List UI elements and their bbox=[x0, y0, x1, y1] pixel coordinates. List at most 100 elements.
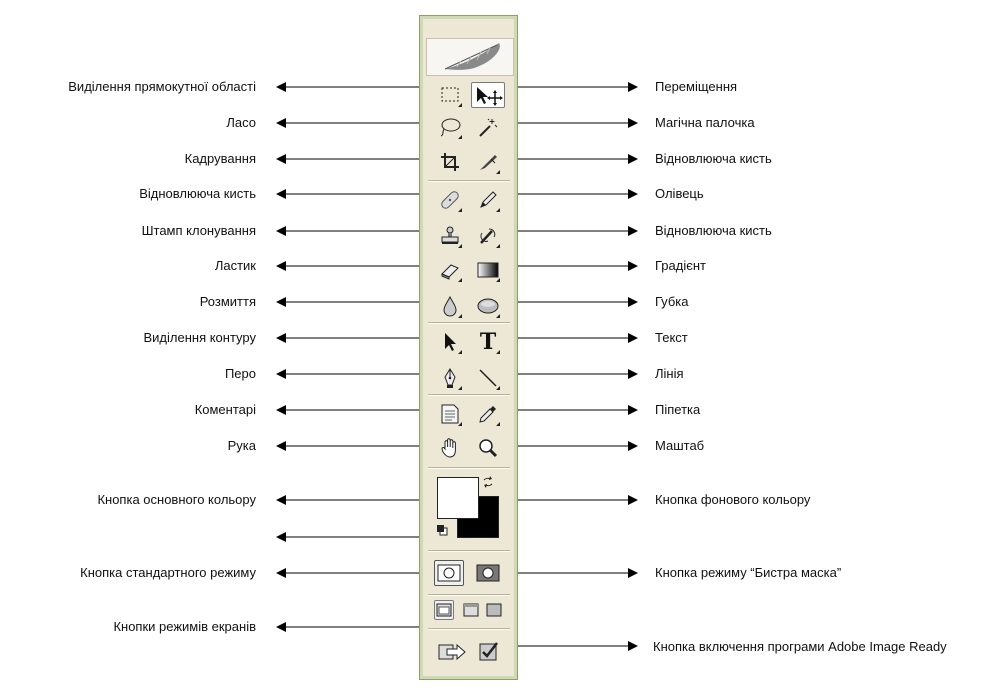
history-brush-icon bbox=[480, 228, 496, 244]
magic-wand-tool[interactable] bbox=[476, 115, 500, 139]
hand-icon bbox=[441, 438, 456, 458]
history-brush-tool[interactable] bbox=[476, 224, 500, 248]
crop-tool[interactable] bbox=[438, 150, 462, 174]
crop-icon bbox=[441, 153, 459, 171]
blur-tool[interactable] bbox=[438, 294, 462, 318]
swap-arrows-icon bbox=[483, 476, 493, 488]
slice-icon bbox=[480, 155, 497, 170]
eraser-tool[interactable] bbox=[438, 258, 462, 282]
default-colors-button[interactable] bbox=[434, 522, 450, 538]
label-sponge: Губка bbox=[655, 294, 689, 309]
magic-wand-icon bbox=[479, 118, 498, 137]
submenu-indicator bbox=[458, 208, 462, 212]
label-path-selection: Виділення контуру bbox=[143, 330, 256, 345]
quick-mask-button[interactable] bbox=[473, 560, 503, 586]
label-pen: Перо bbox=[224, 366, 256, 381]
foreground-color-swatch[interactable] bbox=[437, 477, 479, 519]
move-icon bbox=[477, 87, 503, 106]
path-selection-tool[interactable] bbox=[438, 330, 462, 354]
label-healing-brush: Відновлююча кисть bbox=[139, 186, 256, 201]
quick-mask-icon bbox=[476, 564, 500, 582]
toolbox-separator bbox=[428, 322, 510, 324]
label-eyedropper: Піпетка bbox=[655, 402, 701, 417]
label-crop: Кадрування bbox=[184, 151, 256, 166]
label-background-color: Кнопка фонового кольору bbox=[655, 492, 811, 507]
submenu-indicator bbox=[496, 314, 500, 318]
label-pencil: Олівець bbox=[655, 186, 704, 201]
eraser-icon bbox=[441, 264, 459, 280]
submenu-indicator bbox=[458, 314, 462, 318]
submenu-indicator bbox=[496, 350, 500, 354]
gradient-tool[interactable] bbox=[476, 258, 500, 282]
submenu-indicator bbox=[458, 350, 462, 354]
label-type: Текст bbox=[655, 330, 688, 345]
type-tool[interactable]: T bbox=[476, 329, 500, 355]
line-tool[interactable] bbox=[476, 366, 500, 390]
zoom-tool[interactable] bbox=[476, 436, 500, 460]
toolbox-separator bbox=[428, 394, 510, 396]
label-magic-wand: Магічна палочка bbox=[655, 115, 755, 130]
clone-stamp-tool[interactable] bbox=[438, 224, 462, 248]
marquee-tool[interactable] bbox=[438, 83, 462, 107]
toolbox-panel: T bbox=[419, 15, 518, 680]
marquee-icon bbox=[441, 87, 459, 102]
submenu-indicator bbox=[458, 422, 462, 426]
gradient-icon bbox=[477, 262, 499, 278]
default-colors-icon bbox=[437, 525, 448, 536]
blur-icon bbox=[443, 295, 457, 317]
label-quick-mask: Кнопка режиму “Бистра маска” bbox=[655, 565, 842, 580]
label-screen-modes: Кнопки режимів екранів bbox=[113, 619, 256, 634]
clone-stamp-icon bbox=[441, 226, 459, 244]
label-line: Лінія bbox=[655, 366, 684, 381]
standard-mode-button[interactable] bbox=[434, 560, 464, 586]
submenu-indicator bbox=[458, 386, 462, 390]
submenu-indicator bbox=[496, 422, 500, 426]
move-tool[interactable] bbox=[471, 82, 505, 108]
lasso-tool[interactable] bbox=[438, 115, 462, 139]
submenu-indicator bbox=[496, 244, 500, 248]
label-foreground-color: Кнопка основного кольору bbox=[97, 492, 256, 507]
imageready-icon-button[interactable] bbox=[476, 638, 502, 664]
submenu-indicator bbox=[496, 278, 500, 282]
pen-tool[interactable] bbox=[438, 366, 462, 390]
sponge-icon bbox=[477, 298, 499, 314]
label-eraser: Ластик bbox=[214, 258, 256, 273]
path-selection-icon bbox=[445, 333, 456, 351]
line-icon bbox=[479, 369, 497, 387]
label-standard-mode: Кнопка стандартного режиму bbox=[80, 565, 256, 580]
slice-tool[interactable] bbox=[476, 150, 500, 174]
eyedropper-icon bbox=[479, 406, 496, 423]
zoom-icon bbox=[479, 439, 498, 458]
label-clone-stamp: Штамп клонування bbox=[141, 223, 256, 238]
full-screen-icon bbox=[486, 603, 502, 617]
healing-brush-tool[interactable] bbox=[438, 188, 462, 212]
submenu-indicator bbox=[496, 170, 500, 174]
label-image-ready: Кнопка включення програми Adobe Image Re… bbox=[653, 639, 947, 654]
label-history-brush: Відновлююча кисть bbox=[655, 223, 772, 238]
toolbox-separator bbox=[428, 550, 510, 552]
swap-colors-button[interactable] bbox=[480, 474, 496, 490]
submenu-indicator bbox=[458, 244, 462, 248]
jump-to-icon bbox=[438, 643, 466, 661]
label-hand: Рука bbox=[227, 438, 256, 453]
full-screen-menu-mode-button[interactable] bbox=[461, 600, 481, 620]
standard-screen-mode-button[interactable] bbox=[434, 600, 454, 620]
standard-screen-icon bbox=[436, 603, 452, 617]
label-slice: Відновлююча кисть bbox=[655, 151, 772, 166]
eyedropper-tool[interactable] bbox=[476, 402, 500, 426]
pencil-tool[interactable] bbox=[476, 188, 500, 212]
hand-tool[interactable] bbox=[438, 436, 462, 460]
full-screen-mode-button[interactable] bbox=[484, 600, 504, 620]
submenu-indicator bbox=[458, 103, 462, 107]
adobe-online-button[interactable] bbox=[426, 38, 514, 76]
toolbox-separator bbox=[428, 628, 510, 630]
sponge-tool[interactable] bbox=[476, 294, 500, 318]
label-gradient: Градієнт bbox=[655, 258, 707, 273]
submenu-indicator bbox=[496, 208, 500, 212]
notes-tool[interactable] bbox=[438, 402, 462, 426]
jump-to-imageready-button[interactable] bbox=[436, 638, 468, 664]
pencil-icon bbox=[480, 191, 497, 208]
label-blur: Розмиття bbox=[199, 294, 256, 309]
toolbox-separator bbox=[428, 180, 510, 182]
